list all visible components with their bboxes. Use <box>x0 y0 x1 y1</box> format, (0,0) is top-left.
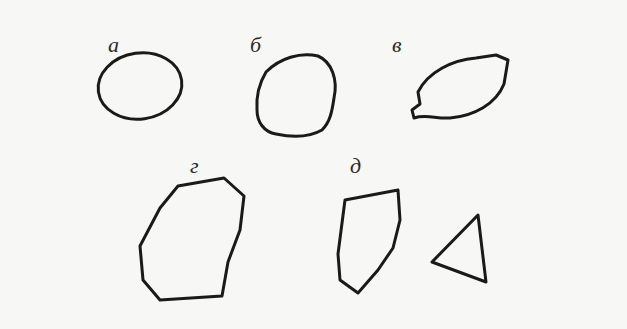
figure-letter: в <box>392 34 402 56</box>
angular-rounded-grain <box>140 178 244 300</box>
round-grain <box>94 47 186 124</box>
angular-grain <box>432 215 486 282</box>
figure-letter: а <box>108 34 119 56</box>
angular-grain <box>338 190 400 293</box>
figure-letter: г <box>190 155 199 177</box>
rounded-grain <box>257 55 335 136</box>
elongated-grain <box>412 55 508 118</box>
figure-letter: б <box>250 34 261 56</box>
figure-letter: д <box>350 155 361 177</box>
